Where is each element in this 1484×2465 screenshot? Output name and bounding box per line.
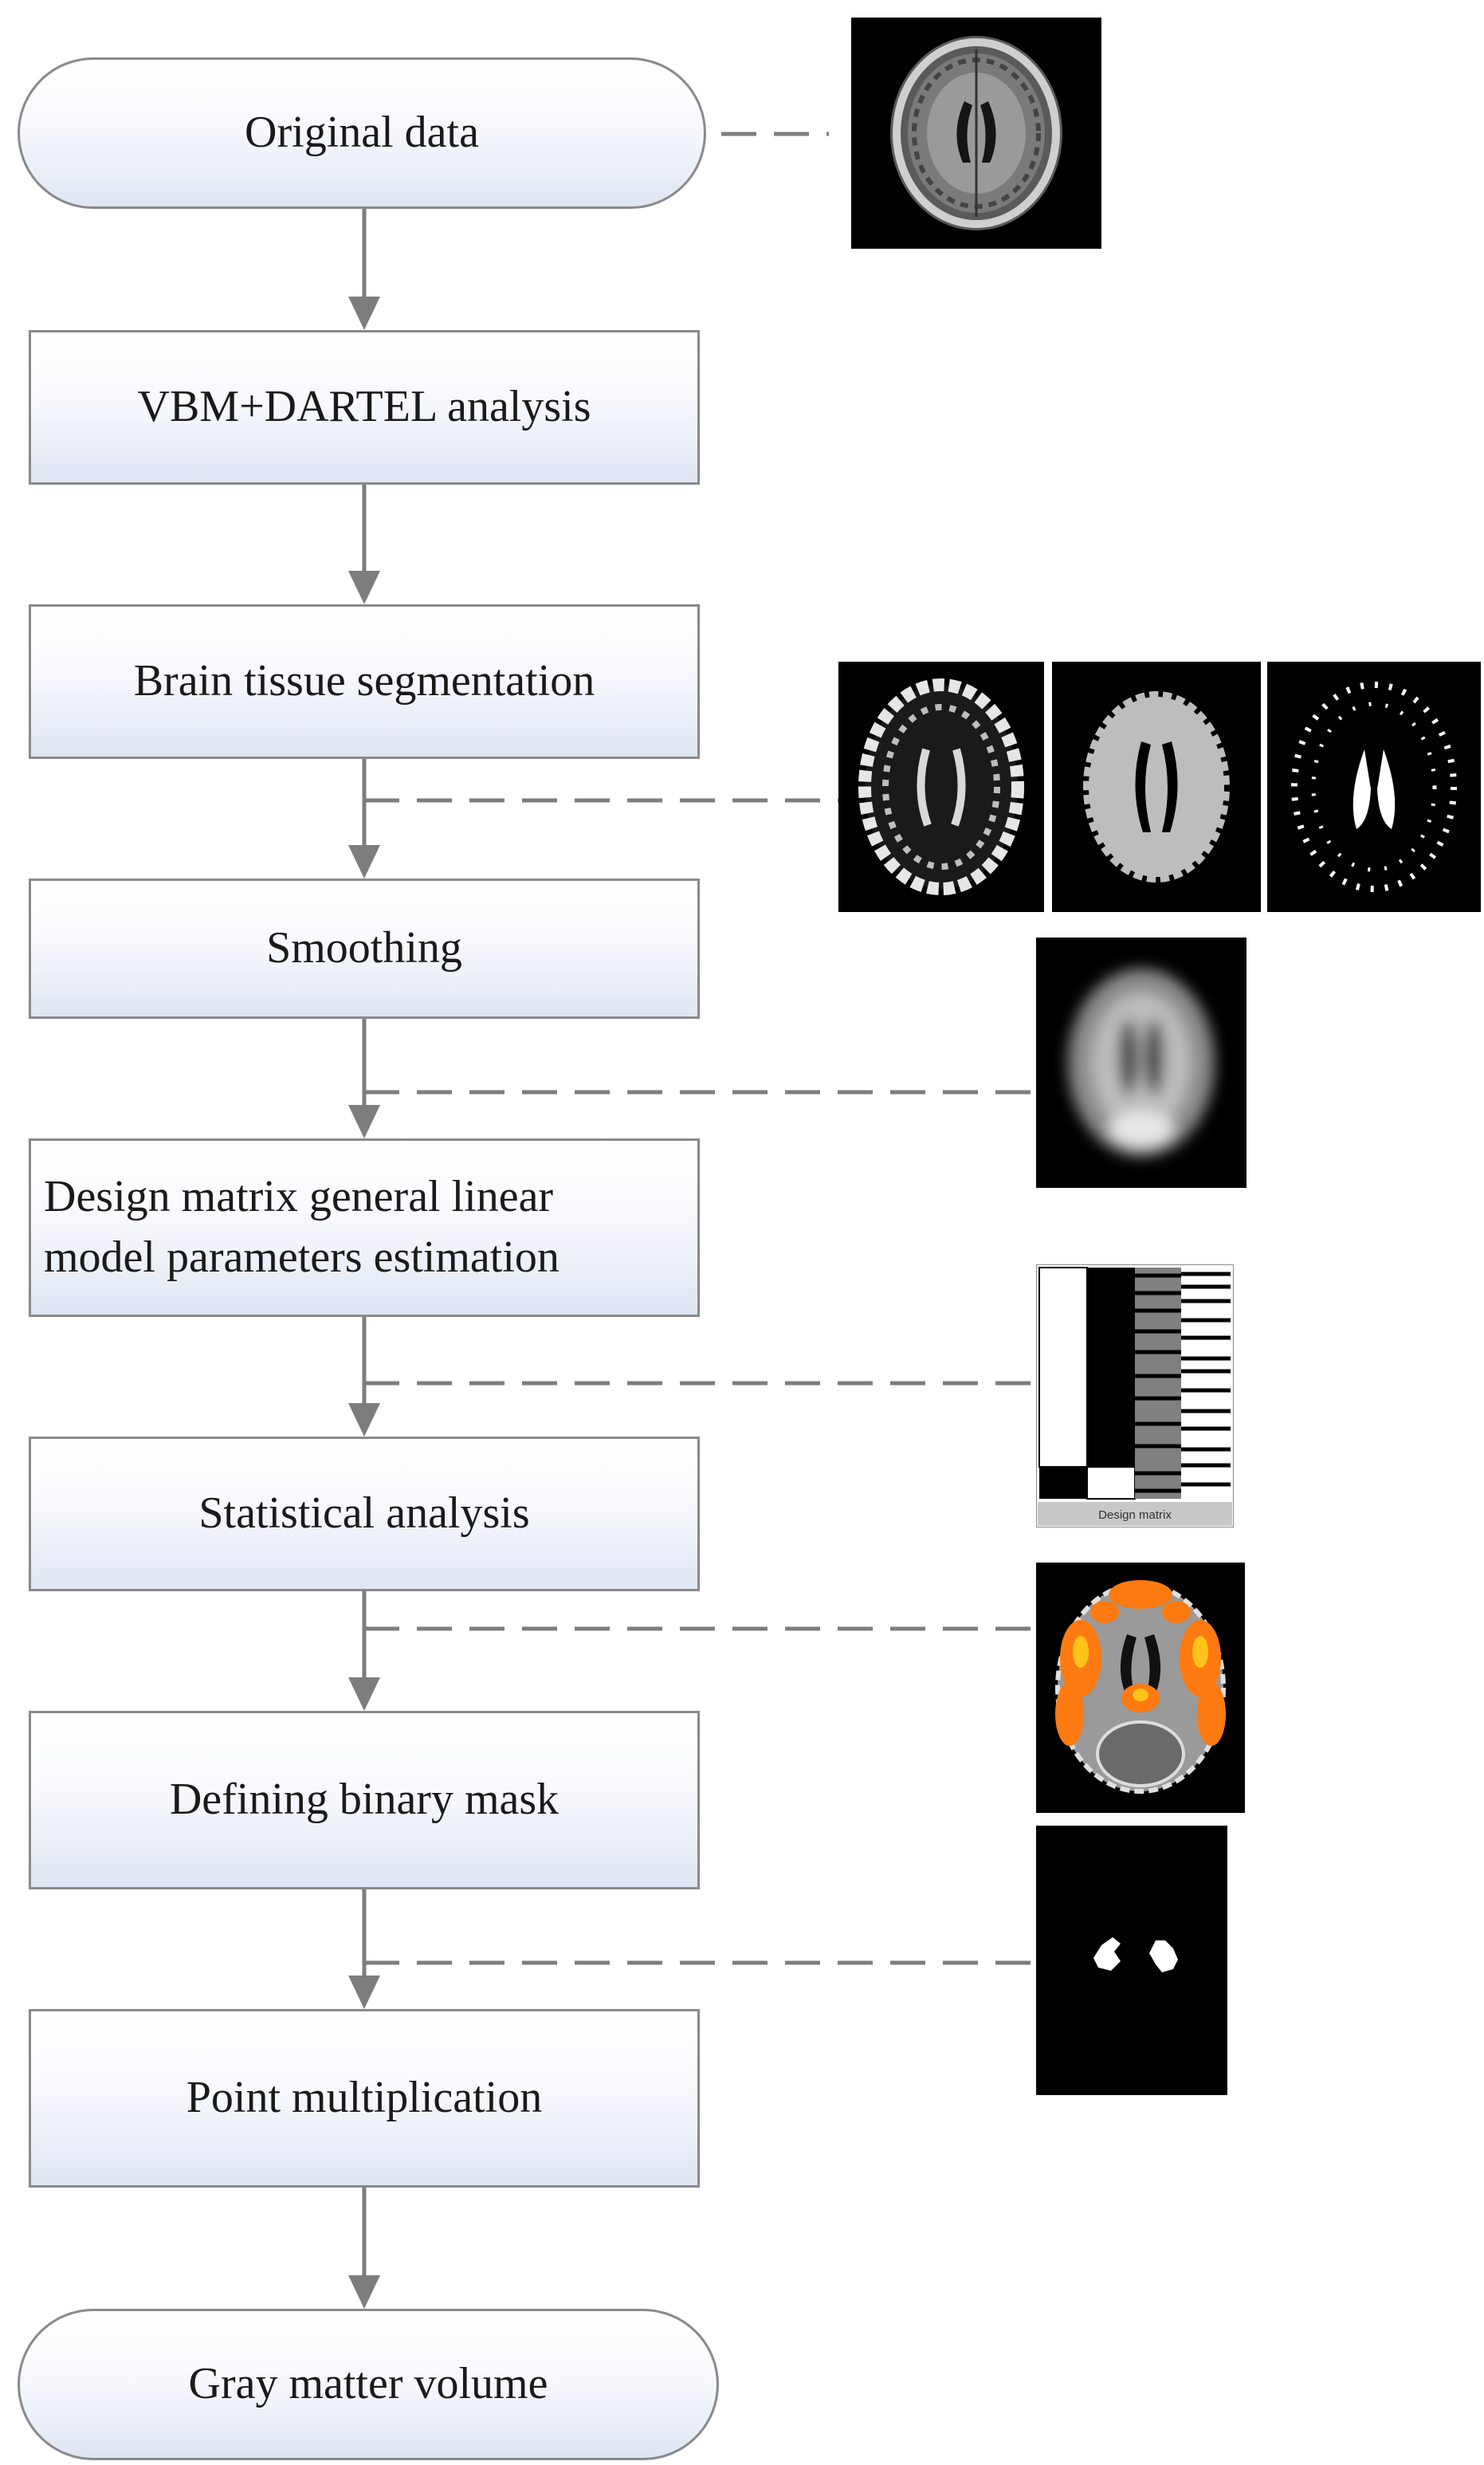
- mask-region-left: [1093, 1937, 1121, 1971]
- node-brain-tissue-segmentation: Brain tissue segmentation: [29, 604, 700, 759]
- design-matrix-column-1-block: [1039, 1467, 1087, 1499]
- csf-segment-image: [1267, 662, 1481, 912]
- activation-map-image: [1036, 1563, 1245, 1813]
- arrowhead: [348, 1976, 380, 2009]
- design-matrix-image: Design matrix: [1036, 1264, 1234, 1527]
- node-label: Statistical analysis: [198, 1488, 530, 1539]
- arrowhead: [348, 571, 380, 604]
- node-label: Brain tissue segmentation: [133, 656, 595, 706]
- design-matrix-column-2-block: [1086, 1466, 1136, 1500]
- design-matrix-covariates: [1135, 1268, 1231, 1499]
- smoothed-brain-image: [1036, 938, 1246, 1188]
- node-statistical-analysis: Statistical analysis: [29, 1437, 700, 1591]
- node-label: Point multiplication: [186, 2073, 543, 2123]
- arrowhead: [348, 1403, 380, 1437]
- node-gray-matter-volume: Gray matter volume: [18, 2309, 719, 2460]
- node-vbm-dartel: VBM+DARTEL analysis: [29, 330, 700, 485]
- node-label: Original data: [245, 108, 479, 158]
- arrowhead: [348, 2275, 380, 2309]
- binary-mask-image: [1036, 1826, 1227, 2095]
- mask-region-right: [1149, 1940, 1178, 1972]
- node-point-multiplication: Point multiplication: [29, 2009, 700, 2188]
- arrowhead: [348, 1677, 380, 1711]
- original-mri-image: [851, 18, 1101, 249]
- node-label: Defining binary mask: [169, 1775, 559, 1825]
- node-label: Gray matter volume: [188, 2359, 548, 2409]
- white-matter-segment-image: [1052, 662, 1261, 912]
- arrowhead: [348, 297, 380, 330]
- design-matrix-column-1: [1038, 1267, 1088, 1468]
- arrowhead: [348, 1105, 380, 1138]
- gray-matter-segment-image: [838, 662, 1044, 912]
- node-label: Design matrix general linear model param…: [44, 1172, 559, 1282]
- node-binary-mask: Defining binary mask: [29, 1711, 700, 1889]
- node-label: Smoothing: [266, 923, 462, 973]
- node-smoothing: Smoothing: [29, 879, 700, 1019]
- node-design-matrix: Design matrix general linear model param…: [29, 1138, 700, 1317]
- node-original-data: Original data: [18, 57, 706, 209]
- arrowhead: [348, 845, 380, 879]
- design-matrix-caption: Design matrix: [1098, 1508, 1172, 1522]
- design-matrix-column-2: [1087, 1268, 1135, 1467]
- node-label: VBM+DARTEL analysis: [137, 382, 591, 432]
